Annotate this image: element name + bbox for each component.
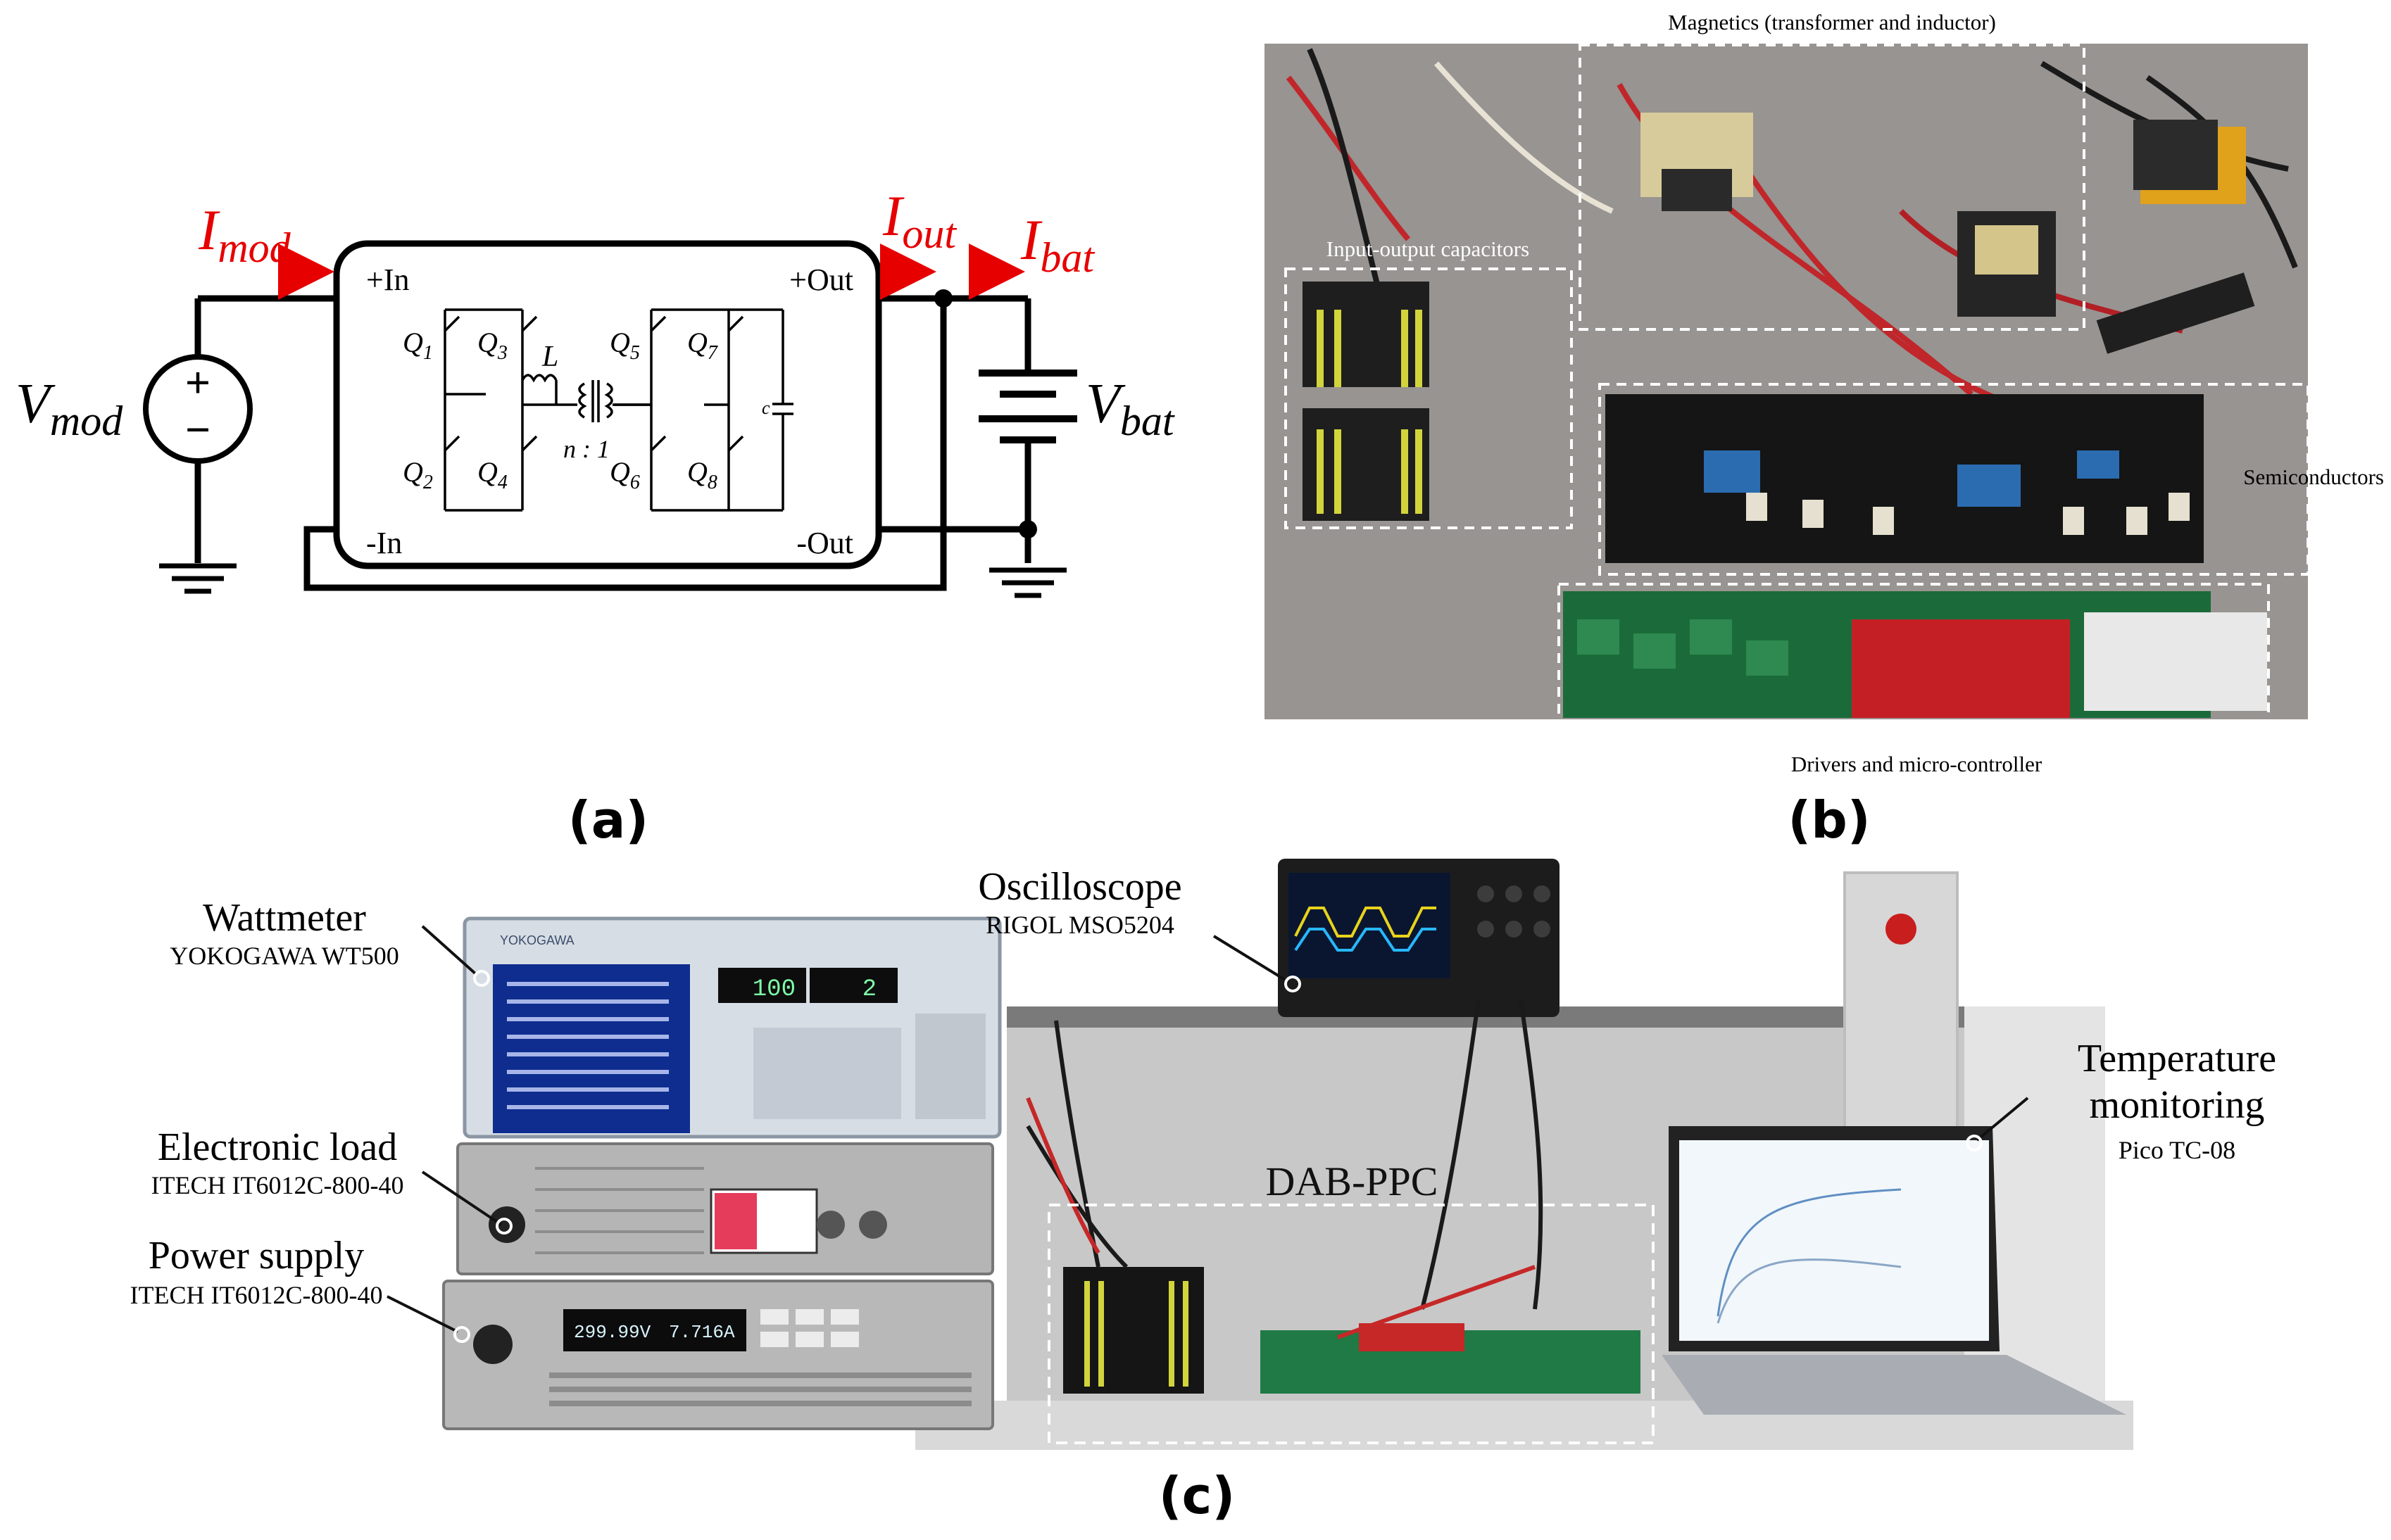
label-magnetics: Magnetics (transformer and inductor) bbox=[1668, 10, 1996, 34]
vmod-plus: + bbox=[185, 358, 211, 408]
label-wattmeter-model: YOKOGAWA WT500 bbox=[170, 942, 398, 970]
switch-q2: Q2 bbox=[403, 456, 433, 493]
vmod-minus: − bbox=[185, 405, 211, 455]
label-ibat: Ibat bbox=[1020, 208, 1095, 281]
panel-a-labels: + − Imod Iout Ibat Vmod Vbat +In -In +Ou… bbox=[15, 184, 1175, 850]
panel-c-labels: Wattmeter YOKOGAWA WT500 Electronic load… bbox=[130, 865, 2277, 1525]
region-semiconductors bbox=[1598, 383, 2309, 576]
switch-q1: Q1 bbox=[403, 327, 433, 364]
wattmeter-brand: YOKOGAWA bbox=[500, 933, 575, 947]
power-supply-readout-1: 299.99V bbox=[574, 1322, 651, 1343]
panel-c-label: (c) bbox=[1159, 1466, 1236, 1525]
label-electronic-load: Electronic load bbox=[158, 1125, 398, 1169]
label-semiconductors: Semiconductors bbox=[2243, 465, 2384, 489]
label-drivers: Drivers and micro-controller bbox=[1791, 752, 2042, 776]
region-capacitors bbox=[1284, 267, 1573, 529]
switch-q8: Q8 bbox=[687, 456, 717, 493]
terminal-neg-out: -Out bbox=[796, 526, 853, 560]
terminal-pos-out: +Out bbox=[789, 263, 853, 297]
power-supply-device bbox=[442, 1280, 994, 1430]
panel-a-circuit bbox=[143, 240, 1077, 598]
label-capacitor: c bbox=[762, 398, 770, 418]
label-vmod: Vmod bbox=[15, 373, 123, 444]
power-supply-readout-2: 7.716A bbox=[669, 1322, 735, 1343]
switch-q6: Q6 bbox=[610, 456, 640, 493]
label-power-supply-model: ITECH IT6012C-800-40 bbox=[130, 1281, 383, 1309]
label-imod: Imod bbox=[198, 198, 291, 271]
label-power-supply: Power supply bbox=[149, 1234, 364, 1277]
label-dab-ppc: DAB-PPC bbox=[1266, 1159, 1438, 1204]
panel-c-photo: YOKOGAWA 100 2 299.99V 7.716A bbox=[387, 859, 2133, 1450]
terminal-pos-in: +In bbox=[366, 263, 409, 297]
panel-b-photo bbox=[1264, 44, 2309, 726]
ground-symbol-left bbox=[159, 563, 237, 594]
label-electronic-load-model: ITECH IT6012C-800-40 bbox=[151, 1171, 404, 1199]
wattmeter-readout-2: 2 bbox=[862, 976, 877, 1003]
ground-symbol-right bbox=[989, 567, 1067, 598]
panel-b-labels: Magnetics (transformer and inductor) Inp… bbox=[1326, 10, 2384, 850]
label-capacitors: Input-output capacitors bbox=[1326, 236, 1529, 261]
region-magnetics bbox=[1579, 44, 2085, 331]
wattmeter-readout-1: 100 bbox=[753, 976, 796, 1003]
label-vbat: Vbat bbox=[1086, 373, 1175, 444]
label-iout: Iout bbox=[882, 184, 957, 257]
label-temperature-model: Pico TC-08 bbox=[2119, 1136, 2235, 1164]
label-temperature-2: monitoring bbox=[2090, 1083, 2265, 1127]
switch-q3: Q3 bbox=[477, 327, 508, 364]
panel-b-label: (b) bbox=[1788, 790, 1870, 850]
battery-symbol bbox=[979, 370, 1077, 443]
panel-a-label: (a) bbox=[568, 790, 648, 850]
label-wattmeter: Wattmeter bbox=[203, 896, 366, 940]
label-temperature-1: Temperature bbox=[2078, 1037, 2276, 1080]
label-oscilloscope: Oscilloscope bbox=[978, 865, 1181, 909]
switch-q4: Q4 bbox=[477, 456, 508, 493]
region-dab-ppc bbox=[1048, 1204, 1655, 1444]
switch-q7: Q7 bbox=[687, 327, 718, 364]
label-ratio: n : 1 bbox=[563, 435, 610, 463]
label-oscilloscope-model: RIGOL MSO5204 bbox=[986, 911, 1174, 939]
switch-q5: Q5 bbox=[610, 327, 640, 364]
region-drivers bbox=[1557, 583, 2270, 726]
label-inductor: L bbox=[541, 341, 558, 373]
converter-block bbox=[333, 240, 882, 569]
terminal-neg-in: -In bbox=[366, 526, 402, 560]
dab-bridges bbox=[444, 308, 793, 512]
